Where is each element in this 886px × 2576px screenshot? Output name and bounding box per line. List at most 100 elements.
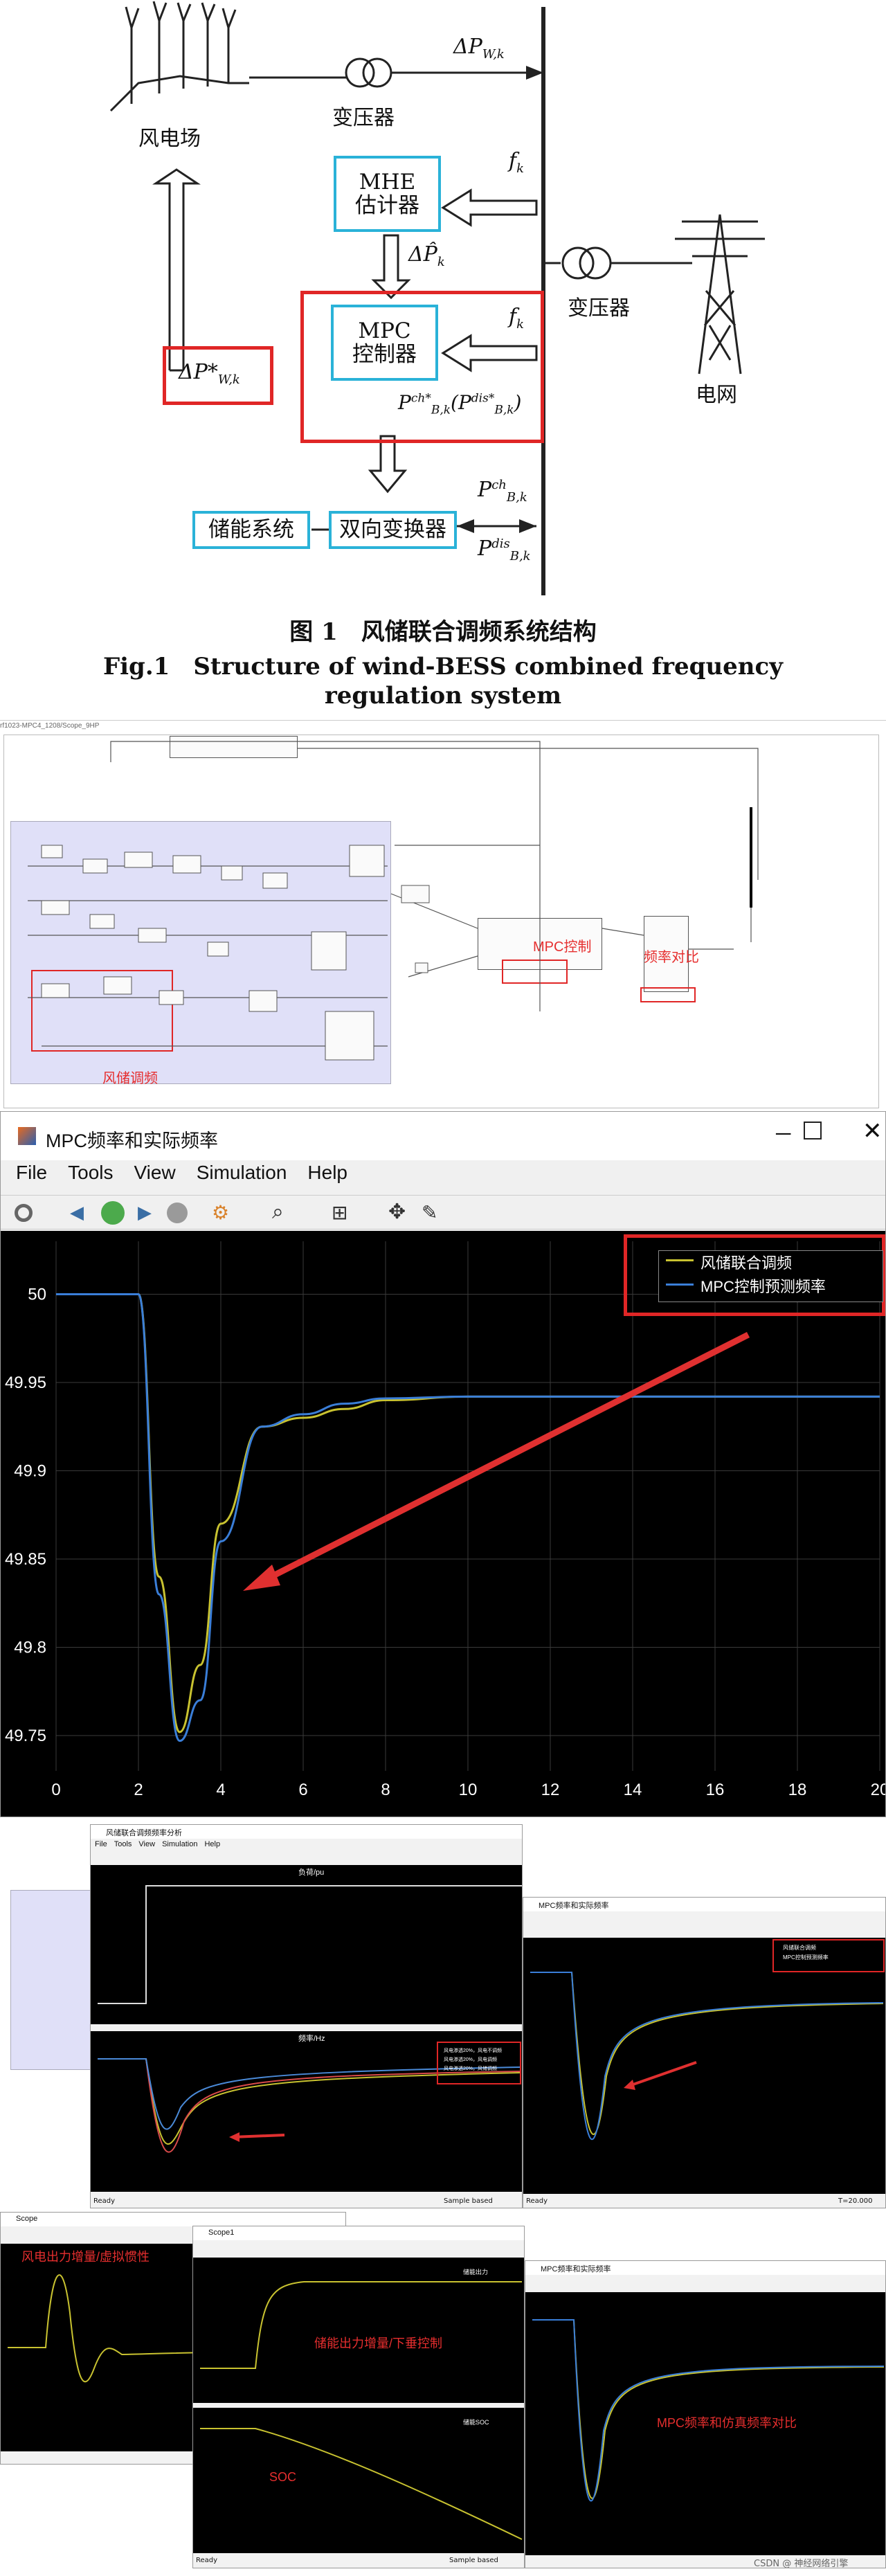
dpw-highlight-frame [163, 346, 273, 405]
caption-cn: 图 1 风储联合调频系统结构 [289, 618, 597, 646]
y-tick-label: 49.85 [5, 1550, 46, 1569]
menu-view[interactable]: View [134, 1162, 176, 1183]
menu-simulation[interactable]: Simulation [196, 1162, 287, 1183]
scope-a-menu-file[interactable]: File [95, 1840, 107, 1848]
legend-swatch-wind [666, 1259, 694, 1261]
main-scope-toolbar: ◀ ▶ ⚙ ⌕ ⊞ ✥ ✎ [1, 1195, 885, 1230]
step-forward-icon[interactable]: ▶ [138, 1203, 152, 1223]
y-tick-label: 50 [28, 1286, 46, 1304]
scope-e-plot[interactable]: MPC频率和仿真频率对比 [525, 2292, 885, 2555]
scope-a-bottom-chart [98, 2058, 521, 2153]
scope-a-top-plot[interactable]: 负荷/pu [91, 1865, 522, 2024]
scope-b-status-t: T=20.000 [838, 2197, 873, 2205]
scope-b-legend-1: MPC控制预测频率 [783, 1954, 829, 1961]
scope-d-status-ready: Ready [196, 2557, 218, 2564]
main-scope-window: MPC频率和实际频率 ─ ✕ File Tools View Simulatio… [0, 1111, 886, 1817]
scope-e-chart [532, 2319, 885, 2502]
caption-en-1: Fig.1 Structure of wind-BESS combined fr… [103, 653, 783, 681]
x-tick-label: 2 [134, 1781, 143, 1799]
model-tab[interactable]: rf1023-MPC4_1208/Scope_9HP [0, 722, 100, 730]
scope-c-chart [8, 2274, 344, 2383]
x-tick-label: 8 [381, 1781, 390, 1799]
scope-d-top-plot[interactable]: 储能出力增量/下垂控制 储能出力 [193, 2258, 524, 2403]
main-frequency-chart: 024681012141618205049.9549.949.8549.849.… [5, 1241, 886, 1799]
sig-fk-mid: fk [509, 305, 525, 332]
scope-a-top-chart [98, 1885, 522, 2004]
sig-fk-top: fk [509, 149, 525, 176]
main-scope-titlebar: MPC频率和实际频率 ─ ✕ [1, 1112, 885, 1160]
lower-scopes: 风储联合调频频率分析 File Tools View Simulation Help 负… [0, 1821, 886, 2576]
scope-d-status-sample: Sample based [449, 2557, 498, 2564]
scope-e-window: MPC频率和实际频率 MPC频率和仿真频率对比 CSDN @ 神经网络引擎 [525, 2260, 886, 2568]
scope-b-plot[interactable]: 风储联合调频 MPC控制预测频率 [523, 1938, 885, 2194]
minimize-button[interactable]: ─ [776, 1122, 791, 1145]
run-icon[interactable] [101, 1201, 125, 1225]
maximize-button[interactable] [804, 1122, 822, 1140]
mhe-estimator-box: MHE 估计器 [334, 156, 441, 232]
scope-c-titlebar: Scope [1, 2213, 345, 2226]
step-back-icon[interactable]: ◀ [70, 1203, 84, 1223]
settings-icon[interactable] [15, 1204, 33, 1222]
pan-icon[interactable]: ✥ [388, 1200, 406, 1224]
stop-icon[interactable] [167, 1203, 188, 1223]
menu-file[interactable]: File [16, 1162, 48, 1183]
top-subsystem[interactable] [170, 736, 298, 758]
style-icon[interactable]: ✎ [422, 1201, 438, 1224]
wind-farm-label: 风电场 [138, 127, 201, 151]
storage-label: 储能出力增量/下垂控制 [314, 2336, 442, 2350]
scope-d-titlebar: Scope1 [193, 2226, 524, 2240]
y-tick-label: 49.95 [5, 1373, 46, 1392]
matlab-icon [18, 1127, 36, 1145]
scope-a-top-label: 负荷/pu [298, 1868, 325, 1877]
main-legend: 风储联合调频 MPC控制预测频率 [658, 1250, 883, 1302]
legend-label-mpc: MPC控制预测频率 [700, 1278, 826, 1295]
converter-box: 双向变换器 [329, 511, 457, 549]
scope-a-legend-2: 风电渗透20%，风储调频 [444, 2066, 498, 2071]
scope-a-status-ready: Ready [93, 2197, 116, 2205]
scope-a-menu-view[interactable]: View [138, 1840, 156, 1848]
wind-storage-label: 风储调频 [102, 1071, 158, 1086]
mpc-block-label: MPC控制 [533, 939, 592, 955]
scope-a-window: 风储联合调频频率分析 File Tools View Simulation Help 负… [90, 1824, 523, 2208]
mpc-controller-box: MPC 控制器 [331, 305, 438, 381]
scope-b-titlebar: MPC频率和实际频率 [523, 1898, 885, 1911]
menu-tools[interactable]: Tools [68, 1162, 114, 1183]
close-button[interactable]: ✕ [862, 1118, 883, 1144]
highlight-icon[interactable]: ⚙ [212, 1201, 230, 1224]
scope-d-window: Scope1 储能出力增量/下垂控制 储能出力 SOC 储能SOC Ready … [192, 2226, 525, 2568]
scope-a-title: 风储联合调频频率分析 [106, 1829, 182, 1837]
mpc-compare-label: MPC频率和仿真频率对比 [657, 2416, 797, 2430]
scope-b-legend-0: 风储联合调频 [783, 1945, 816, 1951]
scope-e-title: MPC频率和实际频率 [541, 2265, 611, 2273]
grid-label: 电网 [696, 383, 737, 407]
x-tick-label: 20 [871, 1781, 886, 1799]
scope-b-title: MPC频率和实际频率 [539, 1902, 609, 1910]
scope-a-menu-help[interactable]: Help [204, 1840, 221, 1848]
fit-icon[interactable]: ⊞ [332, 1201, 348, 1224]
x-tick-label: 10 [459, 1781, 478, 1799]
scope-a-menu: File Tools View Simulation Help [91, 1840, 522, 1851]
scope-a-bottom-plot[interactable]: 频率/Hz 风电渗透20%，风电不调频 风电渗透20%，风电调频 风电渗透20%… [91, 2031, 522, 2192]
scope-a-menu-simulation[interactable]: Simulation [162, 1840, 198, 1848]
scope-b-chart [530, 1972, 884, 2141]
scope-d-legend-1: 储能出力 [463, 2269, 489, 2276]
compare-block[interactable] [644, 916, 689, 992]
zoom-icon[interactable]: ⌕ [272, 1200, 284, 1224]
menu-help[interactable]: Help [307, 1162, 348, 1183]
scope-d-bottom-plot[interactable]: SOC 储能SOC [193, 2408, 524, 2553]
scope-a-bottom-label: 频率/Hz [298, 2035, 325, 2043]
scope-a-status-sample: Sample based [444, 2197, 493, 2205]
mpc-highlight-frame [300, 291, 544, 443]
main-plot-area[interactable]: 024681012141618205049.9549.949.8549.849.… [1, 1231, 886, 1817]
storage-system-box: 储能系统 [192, 511, 310, 549]
scope-a-menu-tools[interactable]: Tools [114, 1840, 132, 1848]
sig-pb: Pch*B,k(Pdis*B,k) [398, 391, 522, 417]
scope-a-titlebar: 风储联合调频频率分析 [91, 1825, 522, 1839]
legend-label-wind: 风储联合调频 [700, 1254, 793, 1272]
x-tick-label: 16 [706, 1781, 725, 1799]
scope-a-legend-highlight [437, 2042, 521, 2084]
compare-label: 频率对比 [644, 950, 699, 965]
scope-a-legend-1: 风电渗透20%，风电调频 [444, 2057, 498, 2062]
y-tick-label: 49.75 [5, 1727, 46, 1745]
scope-e-titlebar: MPC频率和实际频率 [525, 2261, 885, 2275]
